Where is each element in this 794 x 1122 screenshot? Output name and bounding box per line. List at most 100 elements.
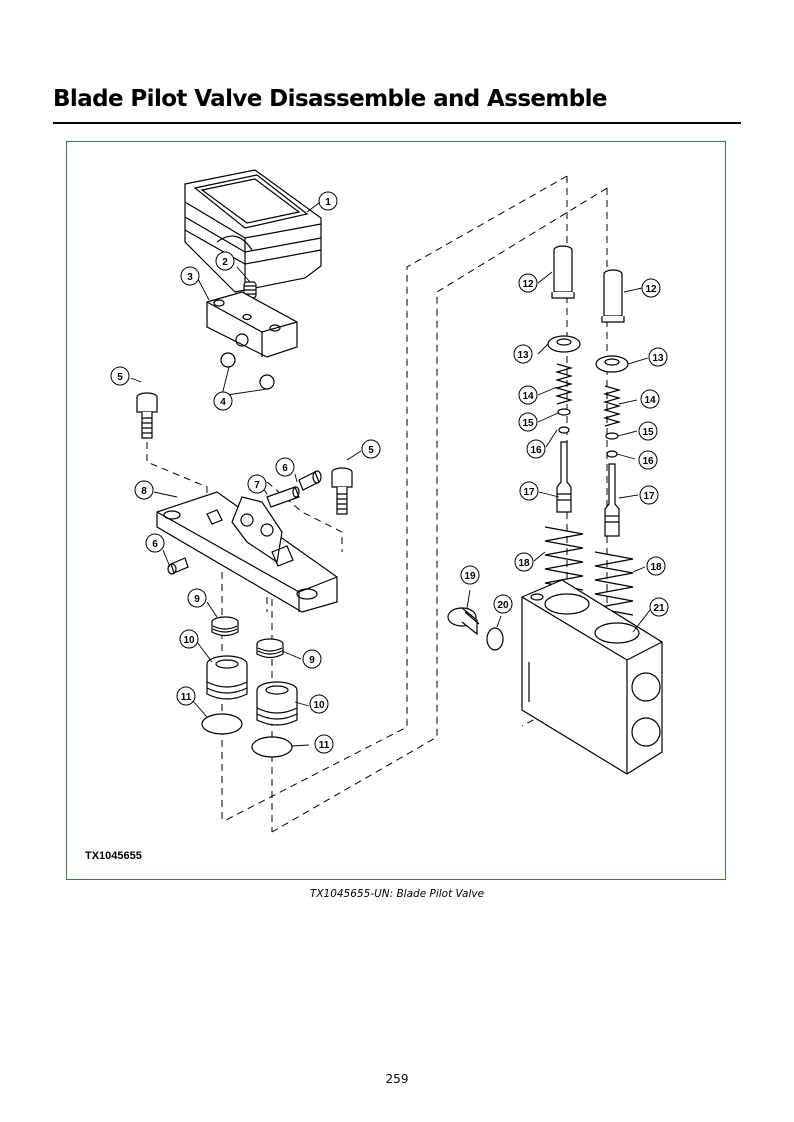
- callout-14-left: 14: [518, 385, 538, 405]
- part-valve-housing: [521, 579, 663, 775]
- callout-6-upper: 6: [275, 457, 295, 477]
- svg-text:6: 6: [152, 539, 158, 550]
- part-guide-right: [256, 681, 298, 726]
- svg-text:19: 19: [464, 571, 476, 582]
- figure-frame: 1 2 3 4 5 5 6 6 7 8 9 9 10 10 11 11 12 1…: [66, 141, 726, 880]
- figure-id: TX1045655: [85, 850, 142, 862]
- callout-12-right: 12: [641, 278, 661, 298]
- part-spring-outer-right: [594, 551, 634, 616]
- callout-6-lower: 6: [145, 533, 165, 553]
- callout-1: 1: [318, 191, 338, 211]
- svg-text:14: 14: [522, 391, 534, 402]
- part-spool-left: [556, 441, 572, 513]
- callout-14-right: 14: [640, 389, 660, 409]
- page-title: Blade Pilot Valve Disassemble and Assemb…: [53, 86, 608, 112]
- svg-text:9: 9: [194, 594, 200, 605]
- callout-21: 21: [649, 597, 669, 617]
- svg-text:9: 9: [309, 655, 315, 666]
- svg-text:11: 11: [181, 692, 192, 703]
- svg-text:10: 10: [313, 700, 325, 711]
- callout-7: 7: [247, 474, 267, 494]
- svg-text:18: 18: [518, 558, 530, 569]
- callout-13-right: 13: [648, 347, 668, 367]
- svg-text:4: 4: [220, 397, 226, 408]
- part-washer-15-left: [557, 408, 571, 416]
- part-seat-left: [547, 335, 581, 353]
- svg-text:3: 3: [187, 272, 193, 283]
- callout-20: 20: [493, 594, 513, 614]
- svg-text:20: 20: [497, 600, 509, 611]
- figure-caption: TX1045655-UN: Blade Pilot Valve: [309, 888, 485, 900]
- callout-11-right: 11: [314, 734, 334, 754]
- part-plunger-right: [601, 269, 625, 323]
- svg-text:15: 15: [642, 427, 654, 438]
- callout-9-right: 9: [302, 649, 322, 669]
- svg-text:17: 17: [643, 491, 655, 502]
- svg-text:10: 10: [183, 635, 195, 646]
- callout-15-left: 15: [518, 412, 538, 432]
- part-spring-inner-left: [554, 363, 574, 405]
- title-rule: [53, 122, 741, 124]
- svg-text:16: 16: [642, 456, 654, 467]
- part-base-plate: [156, 491, 338, 613]
- page-number: 259: [385, 1072, 409, 1086]
- part-spool-right: [604, 463, 620, 537]
- part-ball-1: [220, 352, 236, 368]
- callout-19: 19: [460, 565, 480, 585]
- part-washer-15-right: [605, 432, 619, 440]
- svg-text:1: 1: [325, 197, 331, 208]
- part-cap-screw-right: [331, 467, 353, 515]
- part-cover-boot: [184, 169, 322, 293]
- svg-text:18: 18: [650, 562, 662, 573]
- callout-15-right: 15: [638, 421, 658, 441]
- part-seal-left: [211, 616, 239, 637]
- svg-text:7: 7: [254, 480, 260, 491]
- svg-text:15: 15: [522, 418, 534, 429]
- part-plate: [206, 291, 298, 358]
- callout-5-right: 5: [361, 439, 381, 459]
- callout-18-right: 18: [646, 556, 666, 576]
- callout-9-left: 9: [187, 588, 207, 608]
- callout-13-left: 13: [513, 344, 533, 364]
- svg-text:13: 13: [652, 353, 664, 364]
- part-o-ring-left: [201, 713, 243, 735]
- callout-12-left: 12: [518, 273, 538, 293]
- callout-labels: 1 2 3 4 5 5 6 6 7 8 9 9 10 10 11 11 12 1…: [110, 191, 669, 754]
- svg-text:5: 5: [368, 445, 374, 456]
- svg-text:12: 12: [522, 279, 534, 290]
- svg-text:13: 13: [517, 350, 529, 361]
- callout-8: 8: [134, 480, 154, 500]
- svg-text:8: 8: [141, 486, 147, 497]
- leader-lines: [130, 202, 651, 747]
- svg-text:12: 12: [645, 284, 657, 295]
- part-ball-2: [259, 374, 275, 390]
- svg-text:6: 6: [282, 463, 288, 474]
- callout-3: 3: [180, 266, 200, 286]
- callout-16-left: 16: [526, 439, 546, 459]
- part-plug-o-ring: [486, 627, 504, 651]
- callout-17-right: 17: [639, 485, 659, 505]
- svg-text:14: 14: [644, 395, 656, 406]
- part-seal-right: [256, 638, 284, 659]
- part-spring-inner-right: [602, 385, 622, 427]
- callout-16-right: 16: [638, 450, 658, 470]
- svg-text:16: 16: [530, 445, 542, 456]
- svg-text:17: 17: [523, 487, 535, 498]
- part-washer-16-left: [558, 426, 570, 434]
- callout-2: 2: [215, 251, 235, 271]
- svg-text:11: 11: [319, 740, 330, 751]
- callout-10-left: 10: [179, 629, 199, 649]
- part-plunger-left: [551, 245, 575, 299]
- callout-5-left: 5: [110, 366, 130, 386]
- callout-11-left: 11: [176, 686, 196, 706]
- svg-text:2: 2: [222, 257, 228, 268]
- callout-4: 4: [213, 391, 233, 411]
- svg-text:5: 5: [117, 372, 123, 383]
- callout-18-left: 18: [514, 552, 534, 572]
- callout-10-right: 10: [309, 694, 329, 714]
- part-guide-left: [206, 655, 248, 700]
- part-washer-16-right: [606, 450, 618, 458]
- part-seat-right: [595, 355, 629, 373]
- svg-text:21: 21: [653, 603, 665, 614]
- part-spring-outer-left: [544, 526, 584, 591]
